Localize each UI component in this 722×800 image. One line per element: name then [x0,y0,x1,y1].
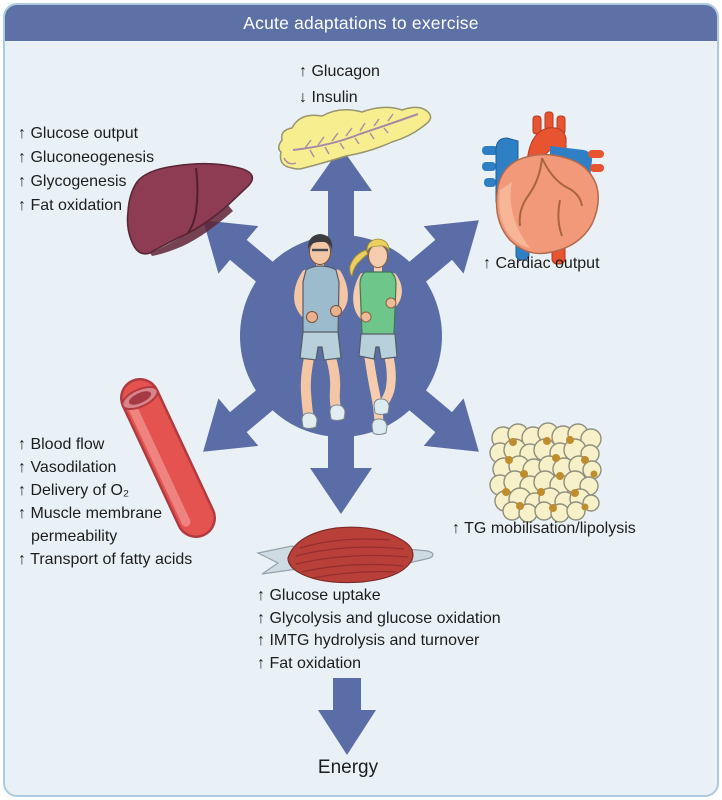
liver-label-block: ↑ Glucose output ↑ Gluconeogenesis ↑ Gly… [18,122,154,218]
skeletal-muscle-icon [256,526,434,584]
blood-vessel-icon [120,378,216,538]
title-bar: Acute adaptations to exercise [5,5,717,41]
adaptation-line: ↑ Cardiac output [483,255,600,272]
runners-icon [294,234,402,435]
adaptation-line: ↑ Glycolysis and glucose oxidation [257,609,501,627]
heart-icon [482,111,604,265]
adipose-tissue-icon [489,422,602,523]
muscle-label-block: ↑ Glucose uptake ↑ Glycolysis and glucos… [257,585,501,675]
adaptation-line: ↑ TG mobilisation/lipolysis [452,520,636,537]
adaptation-line: ↓ Insulin [299,89,358,106]
liver-icon [126,162,254,256]
adaptation-line: ↑ Fat oxidation [257,654,362,672]
page-title: Acute adaptations to exercise [243,12,479,33]
adaptation-line: ↑ Fat oxidation [18,197,123,214]
pancreas-label-block: ↑ Glucagon ↓ Insulin [299,59,380,111]
heart-label-block: ↑ Cardiac output [483,255,600,273]
adaptation-line: ↑ Glucose uptake [257,587,381,604]
adaptation-line: ↑ IMTG hydrolysis and turnover [257,632,480,649]
energy-label: Energy [317,757,379,778]
adaptation-line: ↑ Glucose output [18,125,139,142]
adaptation-line: ↑ Gluconeogenesis [18,149,155,166]
adaptation-line: ↑ Vasodilation [18,459,117,476]
vessel-label-block: ↑ Blood flow ↑ Vasodilation ↑ Delivery o… [18,433,213,571]
female-runner-icon [349,238,402,435]
adaptation-line: ↑ Glucagon [299,63,380,80]
adaptation-line: ↑ Transport of fatty acids [18,551,193,568]
adaptation-line: ↑ Glycogenesis [18,173,127,190]
pancreas-icon [278,106,432,170]
adaptation-line: ↑ Delivery of O₂ [18,482,130,499]
adipose-label-block: ↑ TG mobilisation/lipolysis [452,520,636,538]
adaptation-line: ↑ Muscle membrane permeability [18,505,163,545]
male-runner-icon [294,234,348,429]
adaptation-line: ↑ Blood flow [18,436,105,453]
energy-arrow [318,678,376,755]
